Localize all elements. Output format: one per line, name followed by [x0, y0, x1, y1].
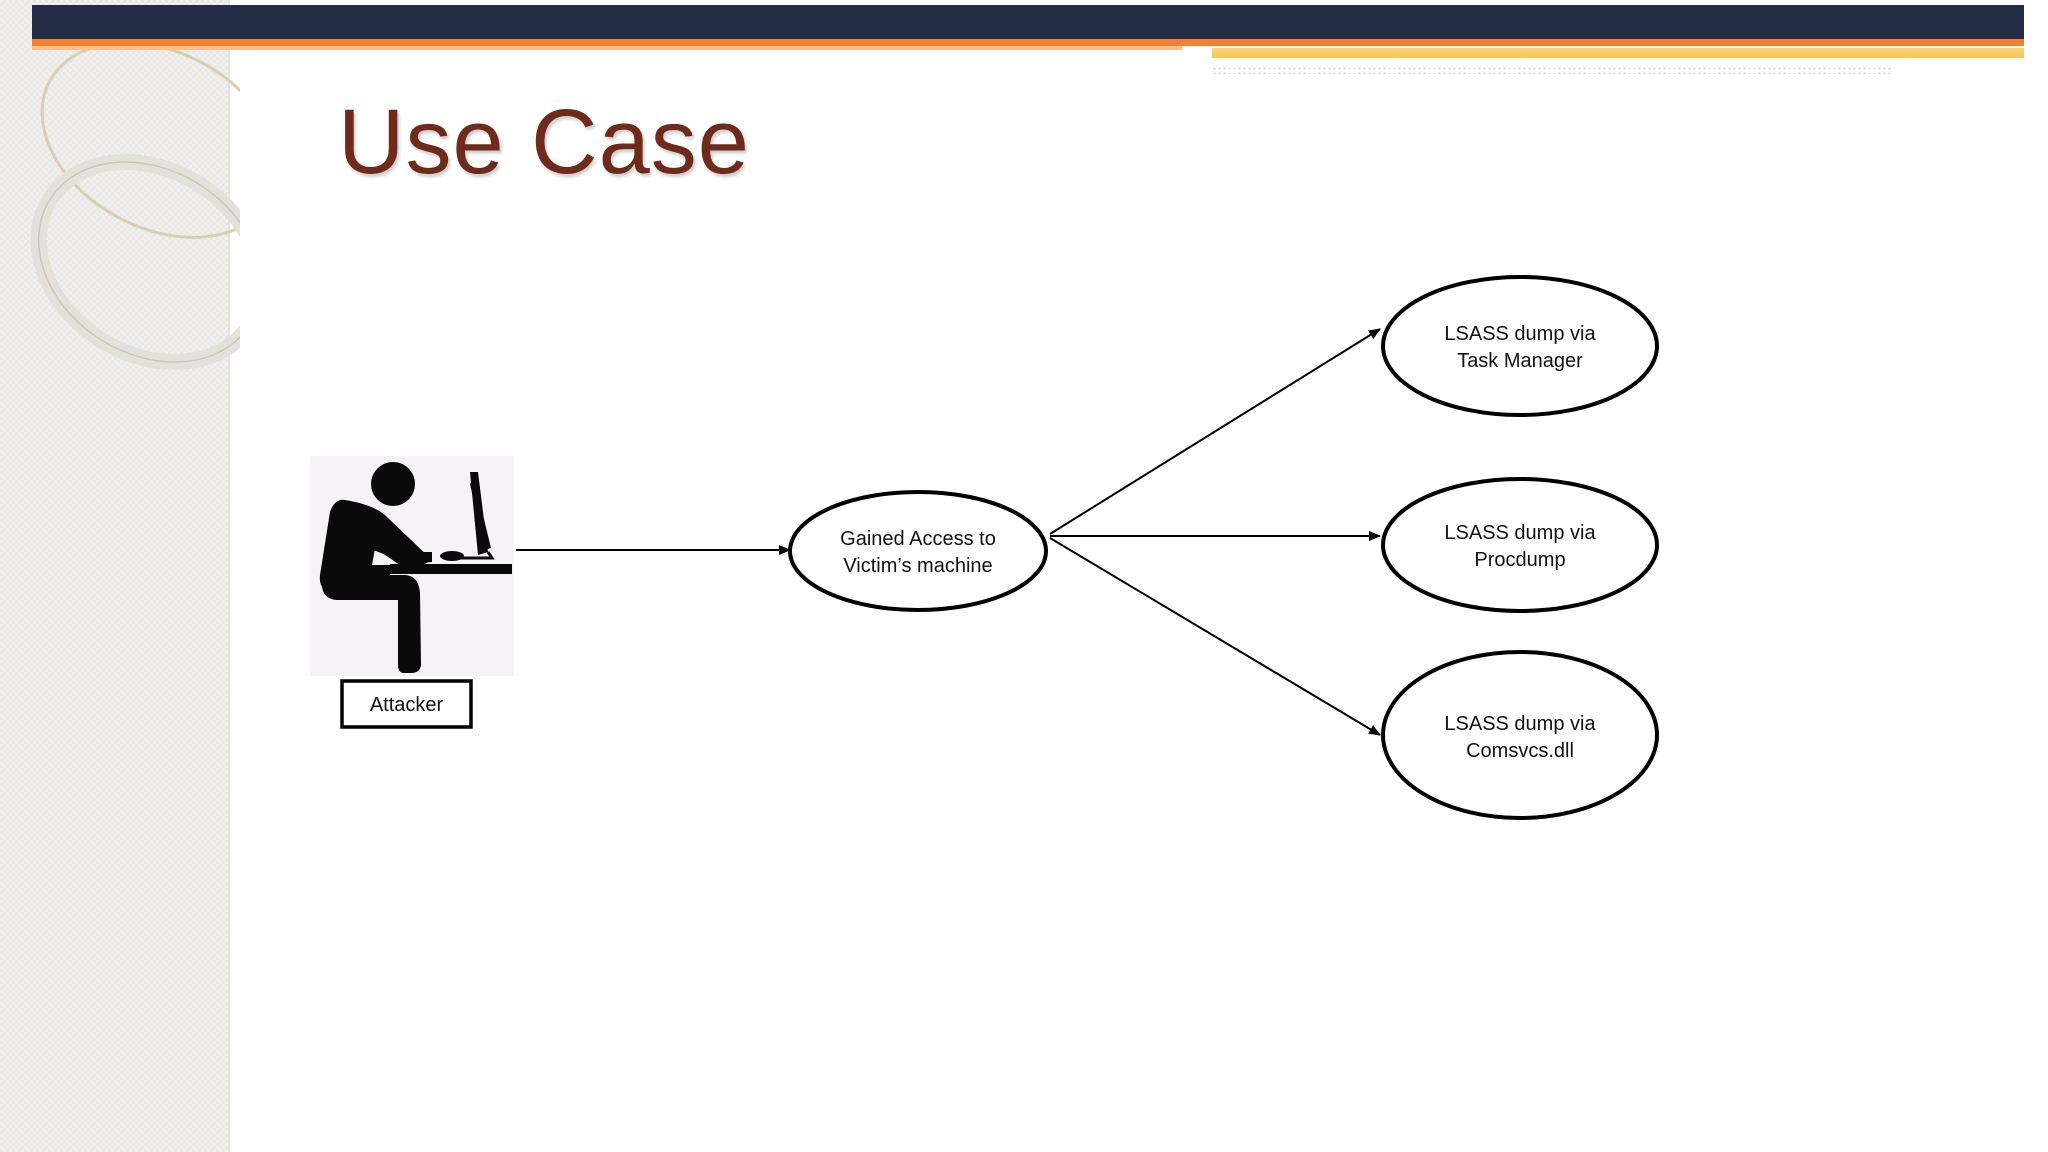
decorative-rings	[30, 41, 240, 370]
outcome-2-line2: Procdump	[1474, 549, 1565, 571]
outcome-node-procdump: LSASS dump via Procdump	[1381, 477, 1659, 613]
attacker-icon	[310, 456, 514, 676]
arrow-access-to-comsvcs	[1049, 537, 1381, 736]
outcome-3-line2: Comsvcs.dll	[1466, 740, 1574, 762]
outcome-node-comsvcs: LSASS dump via Comsvcs.dll	[1381, 650, 1659, 820]
gained-access-line2: Victim’s machine	[843, 555, 992, 577]
outcome-node-task-manager: LSASS dump via Task Manager	[1381, 275, 1659, 417]
header-accent-bar	[1212, 48, 2024, 58]
slide-title: Use Case	[338, 91, 750, 193]
gained-access-line1: Gained Access to	[840, 528, 996, 550]
attacker-label-box: Attacker	[340, 679, 473, 729]
outcome-2-line1: LSASS dump via	[1444, 522, 1596, 544]
header-dotted-strip	[1212, 66, 1892, 74]
header-accent-line	[32, 39, 2024, 46]
header-bar	[32, 5, 2024, 39]
header-accent-line-thin	[32, 46, 1182, 50]
attacker-label: Attacker	[370, 694, 444, 716]
outcome-1-line1: LSASS dump via	[1444, 323, 1596, 345]
gained-access-node: Gained Access to Victim’s machine	[788, 490, 1048, 612]
left-decorative-panel	[0, 0, 230, 1152]
arrow-access-to-task-manager	[1049, 328, 1381, 535]
outcome-3-line1: LSASS dump via	[1444, 713, 1596, 735]
outcome-1-line2: Task Manager	[1457, 350, 1583, 372]
